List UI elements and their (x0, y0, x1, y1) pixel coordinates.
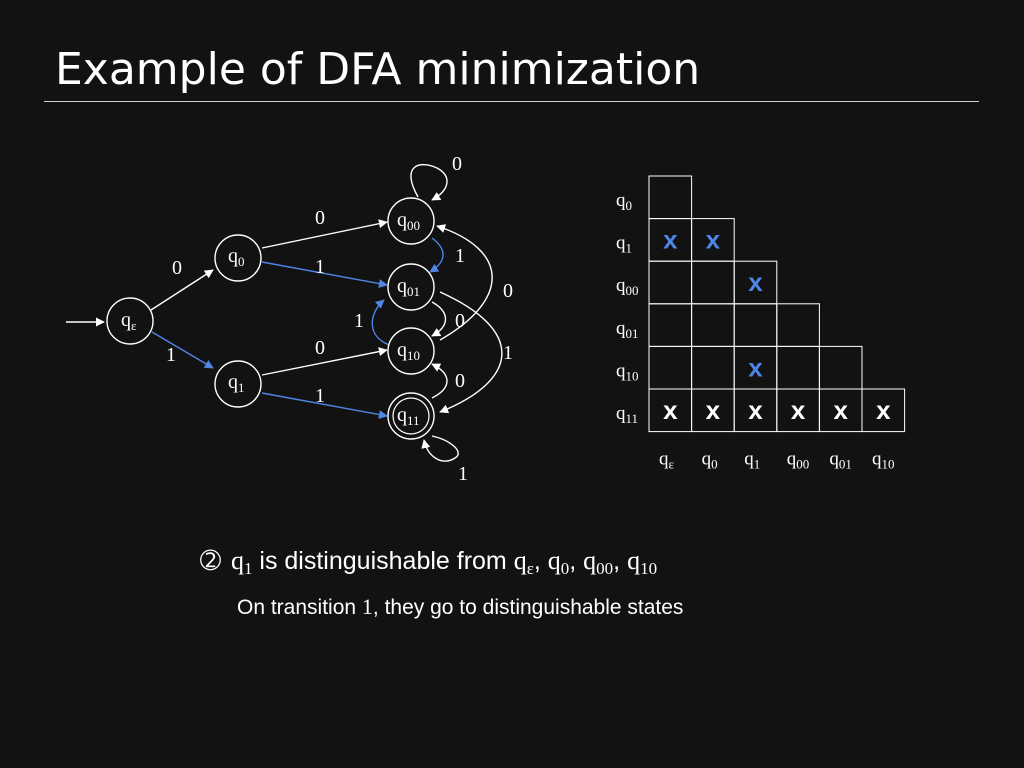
state-label: q0 (228, 245, 245, 269)
distinguishable-mark: x (663, 225, 678, 255)
edge-q11-q10 (431, 363, 448, 399)
state-label: q01 (397, 275, 420, 299)
edge-qe-q0 (150, 269, 214, 311)
edge-label: 0 (455, 310, 465, 332)
bullet-state-list: qε, q0, q00, q10 (513, 546, 658, 578)
edge-label: 1 (354, 310, 364, 332)
math-state: q10 (627, 546, 658, 578)
edge-q0-q01 (261, 261, 388, 288)
state-label: q1 (228, 371, 245, 395)
edge-q01-q11 (439, 291, 503, 414)
table-row-label: q00 (616, 275, 639, 298)
edge-label: 0 (503, 280, 513, 302)
table-row-label: q0 (616, 190, 632, 213)
separator: , (533, 547, 548, 575)
bullet-number: ➁ (200, 546, 221, 575)
table-cell (861, 388, 906, 433)
distinguishable-mark: x (706, 395, 721, 425)
table-cell (648, 175, 693, 220)
table-cell (648, 260, 693, 305)
separator: , (569, 547, 584, 575)
edge-label: 1 (166, 344, 176, 366)
edge-q01-q10 (431, 301, 447, 337)
distinguishable-mark: x (833, 395, 848, 425)
table-cell (733, 303, 778, 347)
accepting-state-outer (387, 392, 435, 440)
table-row-label: q01 (616, 318, 639, 341)
state-label: q10 (397, 339, 420, 363)
title-divider (44, 101, 979, 102)
table-col-label: q00 (787, 449, 810, 472)
distinguishable-mark: x (748, 395, 763, 425)
state-node (106, 297, 154, 345)
edge-q10-q01 (371, 299, 390, 346)
edge-label: 1 (455, 245, 465, 267)
table-cell (691, 303, 735, 347)
state-label: qε (121, 309, 137, 333)
state-node (214, 360, 262, 408)
table-col-label: qε (659, 449, 675, 472)
table-cell (776, 345, 820, 390)
table-cell (691, 345, 735, 390)
state-node (387, 197, 435, 245)
table-cell (691, 260, 735, 305)
edge-q10-q00 (436, 224, 493, 341)
math-state: q0 (547, 546, 570, 578)
state-node (214, 234, 262, 282)
edge-label: 1 (503, 342, 513, 364)
distinguishable-mark: x (706, 225, 721, 255)
bullet-text: is distinguishable from (259, 547, 507, 575)
math-state: qε (513, 546, 534, 578)
table-row-label: q11 (616, 403, 638, 426)
state-node (387, 327, 435, 375)
table-cell (648, 345, 693, 390)
edge-qe-q1 (151, 331, 214, 369)
table-col-label: q0 (702, 449, 718, 472)
accepting-state-inner (392, 397, 430, 435)
note-symbol: 1 (361, 594, 373, 619)
slide-title: Example of DFA minimization (55, 44, 701, 95)
state-node (387, 263, 435, 311)
distinguishable-mark: x (663, 395, 678, 425)
edge-label: 0 (315, 207, 325, 229)
edge-q1-q11 (261, 392, 388, 419)
edge-q00-q01 (429, 237, 444, 273)
distinguishable-mark: x (748, 267, 763, 297)
edge-q1-q10 (261, 347, 388, 376)
distinguishable-mark: x (876, 395, 891, 425)
distinguishable-mark: x (748, 352, 763, 382)
distinguishable-mark: x (791, 395, 806, 425)
edge-label: 1 (315, 385, 325, 407)
edge-label: 0 (452, 153, 462, 175)
table-cell (648, 303, 693, 347)
bullet-line: ➁ q1 is distinguishable from qε, q0, q00,… (200, 546, 658, 578)
state-label: q00 (397, 209, 420, 233)
edge-label: 1 (315, 256, 325, 278)
edge-q0-q00 (261, 219, 388, 249)
table-row-label: q10 (616, 360, 639, 383)
edge-label: 1 (458, 463, 468, 485)
table-row-label: q1 (616, 233, 632, 256)
note-line: On transition 1, they go to distinguisha… (237, 594, 683, 620)
math-state: q1 (230, 546, 253, 578)
edge-label: 0 (455, 370, 465, 392)
edge-q00-loop (410, 164, 448, 201)
table-cell (818, 345, 863, 390)
edge-q11-loop (421, 435, 459, 462)
note-suffix: , they go to distinguishable states (372, 596, 684, 619)
dfa-diagram: 0 1 0 1 0 1 0 1 0 1 1 0 1 0 qε q0 q1 q00 (66, 153, 513, 485)
table-col-label: q1 (744, 449, 760, 472)
state-label: q11 (397, 404, 420, 428)
edge-label: 0 (172, 257, 182, 279)
edge-label: 0 (315, 337, 325, 359)
table-cell (776, 303, 820, 347)
table-col-label: q10 (872, 449, 895, 472)
note-prefix: On transition (237, 596, 357, 619)
table-col-label: q01 (829, 449, 852, 472)
separator: , (613, 547, 628, 575)
math-state: q00 (583, 546, 614, 578)
